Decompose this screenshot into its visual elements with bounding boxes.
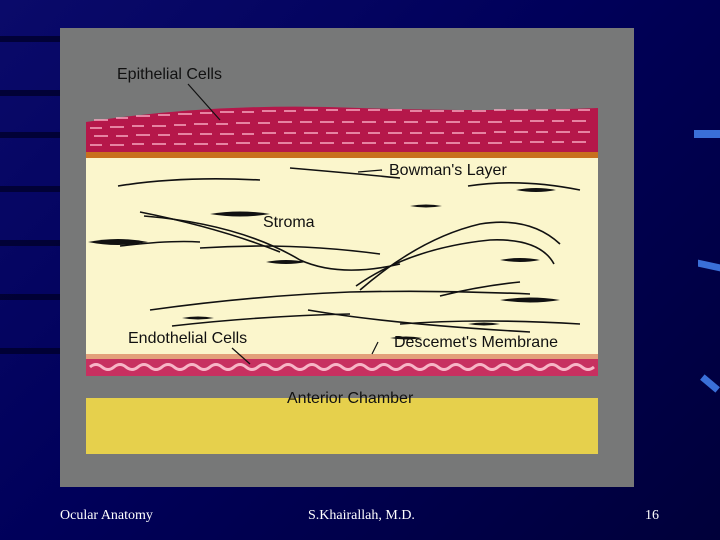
- anterior-chamber-layer: [86, 398, 598, 454]
- stroma-cell-nuclei: [88, 188, 560, 340]
- descemets-membrane-layer: [86, 353, 598, 359]
- epithelial-layer: [86, 106, 598, 152]
- bowmans-layer: [86, 150, 598, 158]
- label-stroma: Stroma: [263, 214, 315, 231]
- label-endothelial-cells: Endothelial Cells: [128, 330, 248, 347]
- right-deco-mark: [698, 259, 720, 272]
- cornea-diagram-svg: [86, 83, 598, 454]
- stroma-fibers: [117, 167, 581, 333]
- footer-page-number: 16: [645, 508, 659, 523]
- label-anterior-chamber: Anterior Chamber: [287, 390, 414, 407]
- label-epithelial-cells: Epithelial Cells: [117, 66, 222, 83]
- right-deco-mark: [694, 130, 720, 138]
- footer-title: Ocular Anatomy: [60, 508, 153, 523]
- footer-author: S.Khairallah, M.D.: [308, 508, 415, 523]
- endothelial-cells-pattern: [89, 363, 595, 371]
- label-descemets-membrane: Descemet's Membrane: [394, 334, 558, 351]
- right-deco-mark: [700, 374, 720, 393]
- stroma-layer: [86, 156, 598, 354]
- cornea-layers-figure: Epithelial Cells Bowman's Layer Stroma E…: [60, 28, 634, 487]
- label-leaders: [187, 83, 383, 365]
- left-stripes: [0, 0, 60, 540]
- epithelial-cells-pattern: [90, 109, 590, 146]
- label-bowmans-layer: Bowman's Layer: [389, 162, 507, 179]
